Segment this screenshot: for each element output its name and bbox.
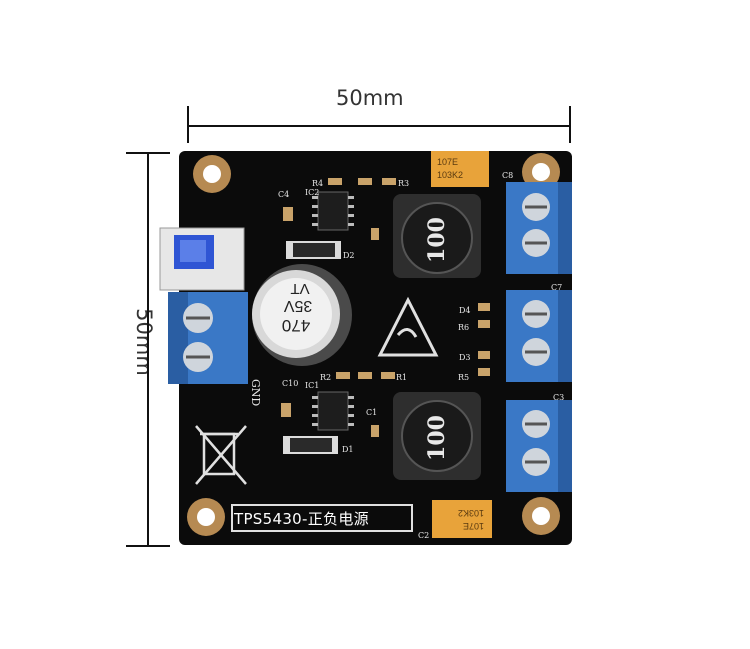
r5-label: R5 bbox=[458, 373, 469, 382]
diodes bbox=[283, 241, 341, 454]
svg-text:103K2: 103K2 bbox=[437, 170, 463, 180]
svg-text:103K2: 103K2 bbox=[458, 508, 484, 518]
dimension-lines bbox=[126, 106, 571, 547]
r2-label: R2 bbox=[320, 373, 331, 382]
c8-label: C8 bbox=[502, 171, 513, 180]
svg-text:107E: 107E bbox=[463, 521, 484, 531]
input-terminal-block bbox=[168, 292, 248, 384]
output-terminal-middle bbox=[506, 290, 572, 382]
capacitor-series: VT bbox=[290, 280, 309, 297]
electrolytic-capacitor: VT 35V 470 bbox=[252, 264, 352, 366]
inductor-bottom-label: 100 bbox=[424, 415, 450, 461]
r6-label: R6 bbox=[458, 323, 469, 332]
r4-label: R4 bbox=[312, 179, 323, 188]
inductor-bottom: 100 bbox=[393, 392, 481, 480]
power-switch bbox=[159, 227, 245, 291]
product-label: TPS5430-正负电源 bbox=[234, 510, 369, 528]
d4-label: D4 bbox=[459, 306, 471, 315]
tantalum-capacitor-top: 107E 103K2 bbox=[431, 151, 489, 187]
c3-label: C3 bbox=[553, 393, 564, 402]
d3-label: D3 bbox=[459, 353, 471, 362]
weee-bin-icon bbox=[195, 425, 247, 485]
d2-label: D2 bbox=[343, 251, 355, 260]
ic-bottom-chip bbox=[312, 391, 354, 431]
esd-warning-icon bbox=[377, 296, 439, 357]
output-terminal-bottom bbox=[506, 400, 572, 492]
ic1-label: IC1 bbox=[305, 381, 319, 390]
gnd-label: GND bbox=[249, 379, 262, 406]
output-terminal-top bbox=[506, 182, 572, 274]
inductor-top-label: 100 bbox=[424, 217, 450, 263]
r3-label: R3 bbox=[398, 179, 409, 188]
c4-label: C4 bbox=[278, 190, 289, 199]
svg-text:107E: 107E bbox=[437, 157, 458, 167]
ic-top-chip bbox=[312, 191, 354, 231]
capacitor-voltage: 35V bbox=[283, 297, 312, 314]
smd-parts bbox=[281, 178, 490, 437]
mounting-holes bbox=[187, 153, 560, 536]
c1-label: C1 bbox=[366, 408, 377, 417]
c7-label: C7 bbox=[551, 283, 562, 292]
c2-label: C2 bbox=[418, 531, 429, 540]
tantalum-capacitor-bottom: 107E 103K2 bbox=[432, 500, 492, 538]
r1-label: R1 bbox=[396, 373, 407, 382]
product-label-box bbox=[231, 504, 413, 532]
c10-label: C10 bbox=[282, 379, 298, 388]
d1-label: D1 bbox=[342, 445, 354, 454]
ic2-label: IC2 bbox=[305, 188, 319, 197]
inductor-top: 100 bbox=[393, 194, 481, 278]
width-dimension-label: 50mm bbox=[336, 86, 404, 110]
capacitor-value: 470 bbox=[282, 316, 310, 335]
